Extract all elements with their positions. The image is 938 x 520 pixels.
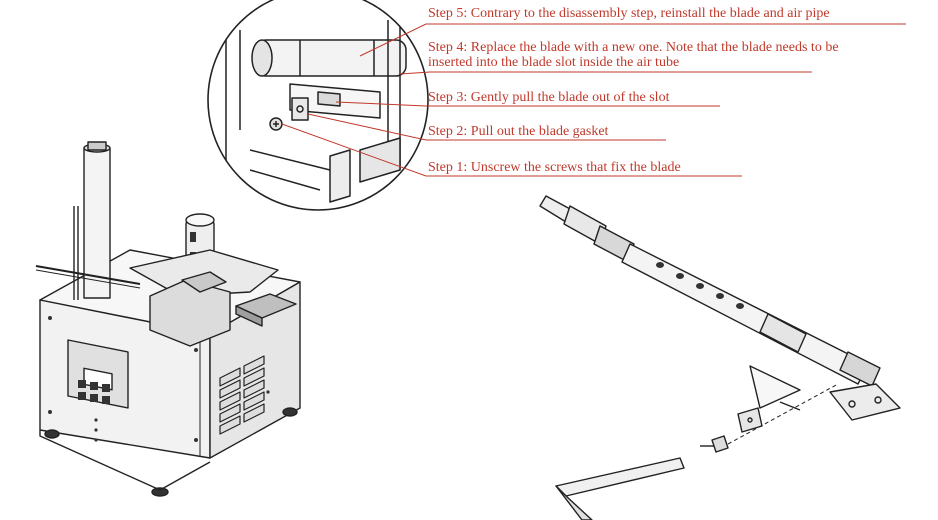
step-3-label: Step 3: Gently pull the blade out of the… xyxy=(428,90,670,105)
step-5-label: Step 5: Contrary to the disassembly step… xyxy=(428,6,830,21)
step-4-label-line1: Step 4: Replace the blade with a new one… xyxy=(428,40,839,55)
machine-illustration xyxy=(35,141,301,497)
step-1-label: Step 1: Unscrew the screws that fix the … xyxy=(428,160,681,175)
step-2-label: Step 2: Pull out the blade gasket xyxy=(428,124,609,139)
step-4-label-line2: inserted into the blade slot inside the … xyxy=(428,55,680,70)
detail-callout-circle xyxy=(207,0,429,211)
leader-lines xyxy=(281,23,906,177)
air-tube-exploded-view xyxy=(539,195,901,520)
